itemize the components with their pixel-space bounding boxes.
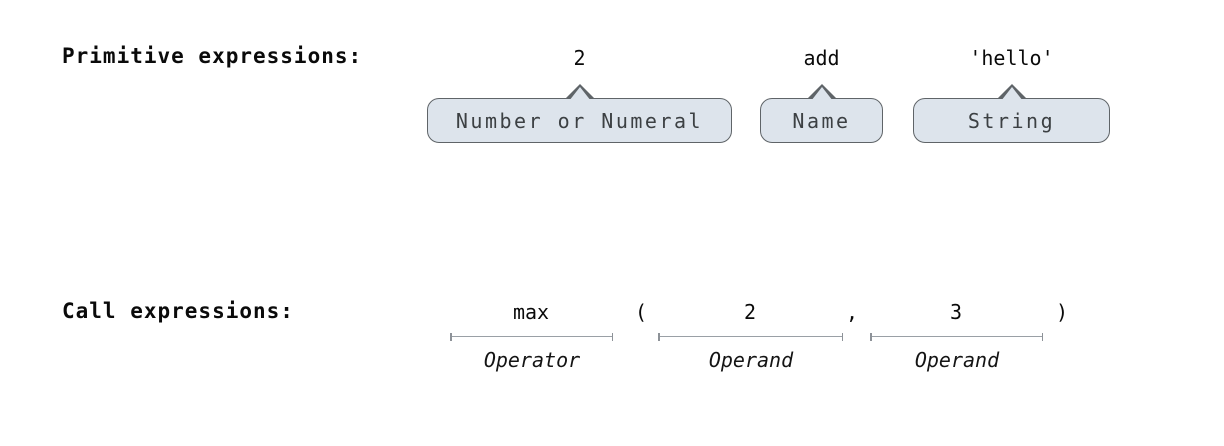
token-operand-2: 3 — [949, 300, 963, 324]
category-bubble-string: String — [913, 84, 1110, 143]
operator-role-label: Operator — [483, 348, 581, 372]
call-expressions-label: Call expressions: — [62, 299, 294, 323]
category-bubble-name: Name — [760, 84, 883, 143]
operand2-measure-line — [870, 332, 1043, 341]
primitive-expressions-label: Primitive expressions: — [62, 44, 363, 68]
token-operand-1: 2 — [743, 300, 757, 324]
operand1-role-label: Operand — [708, 348, 794, 372]
operator-measure-line — [450, 332, 613, 341]
operand2-role-label: Operand — [914, 348, 1000, 372]
primitive-code-string: 'hello' — [969, 46, 1054, 70]
token-comma: , — [845, 300, 859, 324]
token-operator: max — [512, 300, 550, 324]
category-bubble-number: Number or Numeral — [427, 84, 732, 143]
category-bubble-string-label: String — [967, 108, 1056, 133]
primitive-code-name: add — [803, 46, 840, 70]
category-bubble-name-label: Name — [792, 108, 851, 133]
primitive-code-number: 2 — [573, 46, 586, 70]
operand1-measure-line — [658, 332, 843, 341]
category-bubble-number-label: Number or Numeral — [455, 108, 704, 133]
token-close-paren: ) — [1055, 300, 1069, 324]
token-open-paren: ( — [634, 300, 648, 324]
